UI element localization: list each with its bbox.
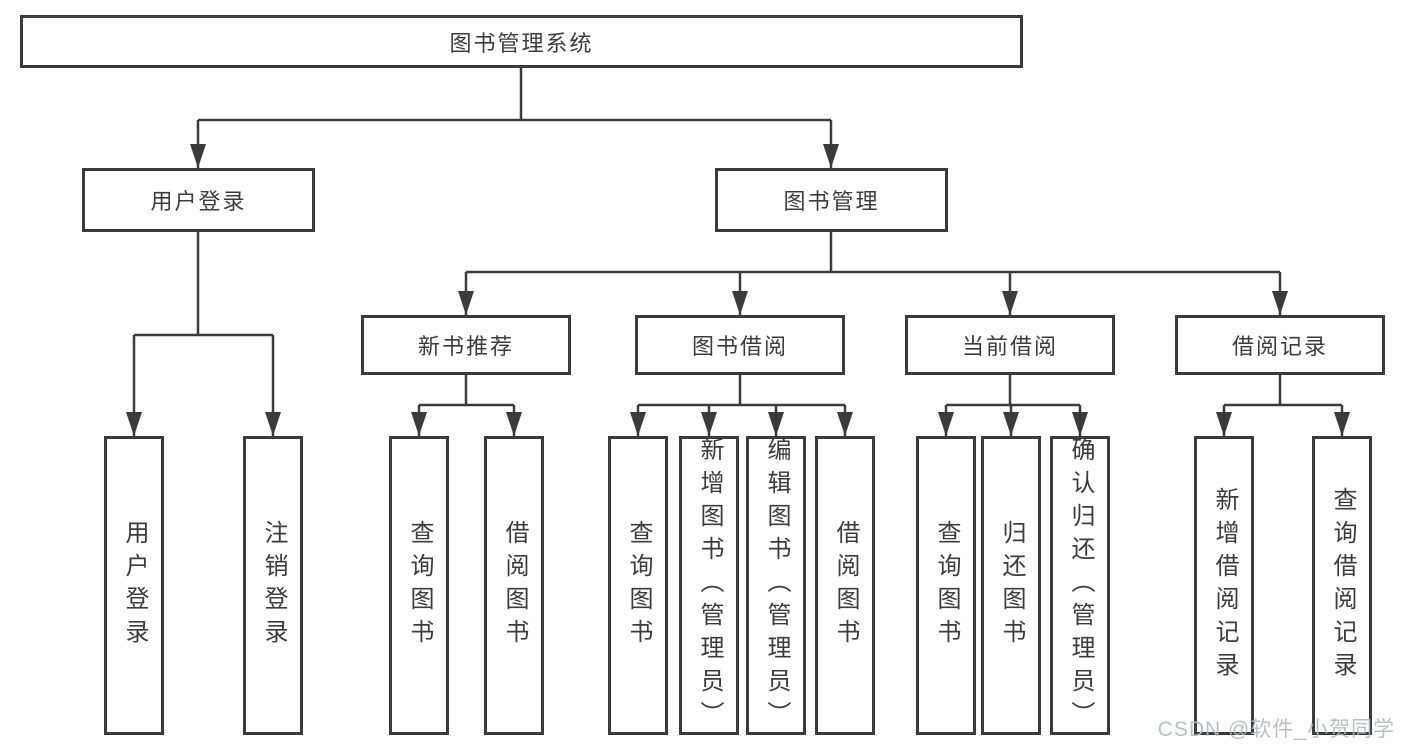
node-borrowing-records: 借阅记录 xyxy=(1175,315,1385,375)
leaf-query-books-current: 查询图书 xyxy=(916,436,976,735)
leaf-add-book-admin: 新增图书（管理员） xyxy=(679,436,739,735)
node-label: 借阅图书 xyxy=(832,519,859,652)
node-label: 图书借阅 xyxy=(691,334,788,359)
node-library-management-system: 图书管理系统 xyxy=(20,15,1023,68)
node-label: 用户登录 xyxy=(121,519,148,652)
node-label: 查询图书 xyxy=(933,519,960,652)
node-label: 查询借阅记录 xyxy=(1329,486,1356,685)
node-label: 查询图书 xyxy=(625,519,652,652)
node-label: 新书推荐 xyxy=(417,334,514,359)
node-current-borrowing: 当前借阅 xyxy=(905,315,1115,375)
node-label: 归还图书 xyxy=(998,519,1025,652)
node-label: 查询图书 xyxy=(406,519,433,652)
node-label: 用户登录 xyxy=(150,189,247,214)
node-label: 图书管理 xyxy=(783,189,880,214)
node-label: 新增借阅记录 xyxy=(1211,486,1238,685)
connector-arrows xyxy=(126,120,1350,436)
node-book-borrowing: 图书借阅 xyxy=(635,315,845,375)
node-label: 注销登录 xyxy=(260,519,287,652)
leaf-query-books-recommend: 查询图书 xyxy=(389,436,449,735)
leaf-borrow-books-borrowing: 借阅图书 xyxy=(815,436,875,735)
node-new-book-recommend: 新书推荐 xyxy=(361,315,571,375)
node-label: 图书管理系统 xyxy=(449,30,594,56)
leaf-edit-book-admin: 编辑图书（管理员） xyxy=(746,436,806,735)
node-book-management: 图书管理 xyxy=(715,168,948,232)
leaf-borrow-books-recommend: 借阅图书 xyxy=(484,436,544,735)
node-label: 确认归还（管理员） xyxy=(1067,437,1094,734)
leaf-return-books: 归还图书 xyxy=(981,436,1041,735)
node-label: 当前借阅 xyxy=(961,334,1058,359)
leaf-query-borrow-record: 查询借阅记录 xyxy=(1312,436,1372,735)
node-label: 借阅记录 xyxy=(1231,334,1328,359)
leaf-query-books-borrowing: 查询图书 xyxy=(608,436,668,735)
node-user-login: 用户登录 xyxy=(82,168,315,232)
leaf-user-login: 用户登录 xyxy=(104,436,164,735)
node-label: 借阅图书 xyxy=(501,519,528,652)
leaf-add-borrow-record: 新增借阅记录 xyxy=(1194,436,1254,735)
leaf-confirm-return-admin: 确认归还（管理员） xyxy=(1050,436,1110,735)
node-label: 编辑图书（管理员） xyxy=(763,437,790,734)
connector-rails xyxy=(134,68,1342,407)
csdn-watermark: CSDN @软件_小贺同学 xyxy=(1157,718,1395,741)
leaf-logout: 注销登录 xyxy=(243,436,303,735)
node-label: 新增图书（管理员） xyxy=(696,437,723,734)
